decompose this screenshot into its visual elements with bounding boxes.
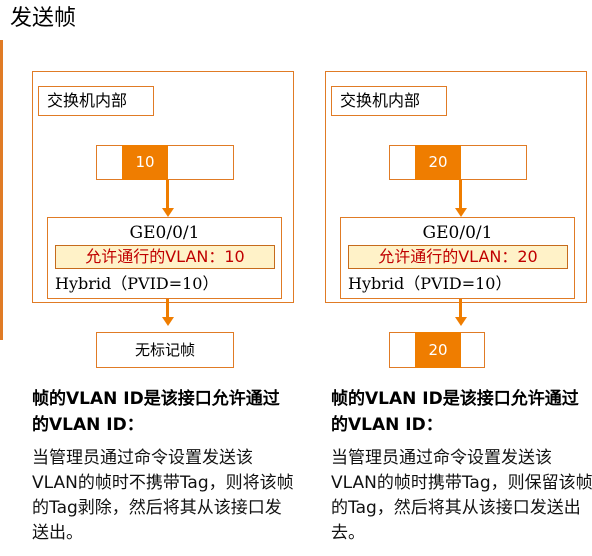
right-output-vlan-tag: 20 [415,332,461,368]
right-arrow-out-shaft [459,299,462,319]
left-accent-rule [0,40,3,340]
left-switch-label: 交换机内部 [38,86,154,116]
right-port-name: GE0/0/1 [422,223,493,243]
right-heading: 帧的VLAN ID是该接口允许通过的VLAN ID： [331,389,579,435]
page-title: 发送帧 [10,6,77,31]
left-arrow-in-shaft [166,180,169,210]
right-port-mode: Hybrid（PVID=10） [348,274,512,293]
left-heading: 帧的VLAN ID是该接口允许通过的VLAN ID： [32,389,280,435]
left-frame-vlan-tag: 10 [122,145,168,180]
left-arrow-in-head [161,208,174,217]
left-port-mode: Hybrid（PVID=10） [55,274,219,293]
right-description: 当管理员通过命令设置发送该VLAN的帧时携带Tag，则保留该帧的Tag，然后将其… [331,448,592,543]
right-switch-label: 交换机内部 [331,86,447,116]
left-description: 当管理员通过命令设置发送该VLAN的帧时不携带Tag，则将该帧的Tag剥除，然后… [32,448,294,543]
left-arrow-out-shaft [166,299,169,319]
left-arrow-out-head [161,317,174,326]
left-untagged-frame: 无标记帧 [96,332,234,368]
right-arrow-out-head [454,317,467,326]
right-frame-vlan-tag: 20 [415,145,461,180]
right-allowed-vlan: 允许通行的VLAN：20 [348,245,568,269]
left-allowed-vlan: 允许通行的VLAN：10 [55,245,275,269]
right-arrow-in-shaft [459,180,462,210]
right-arrow-in-head [454,208,467,217]
left-port-name: GE0/0/1 [129,223,200,243]
